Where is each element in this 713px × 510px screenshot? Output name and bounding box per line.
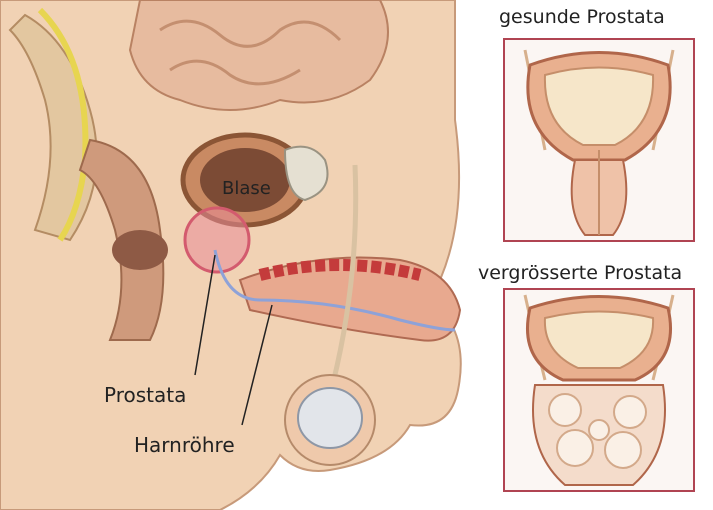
testis <box>298 388 362 448</box>
label-bladder: Blase <box>222 178 271 199</box>
label-prostate: Prostata <box>104 383 186 407</box>
inset-healthy-prostate <box>503 38 695 242</box>
anatomy-illustration <box>0 0 480 510</box>
inset-title-healthy: gesunde Prostata <box>499 6 665 28</box>
intestines <box>130 0 388 110</box>
inset-title-enlarged: vergrösserte Prostata <box>478 262 682 284</box>
inset-enlarged-prostate <box>503 288 695 492</box>
enlarged-prostate-illustration <box>505 290 693 490</box>
label-urethra: Harnröhre <box>134 433 235 457</box>
healthy-prostate-illustration <box>505 40 693 240</box>
